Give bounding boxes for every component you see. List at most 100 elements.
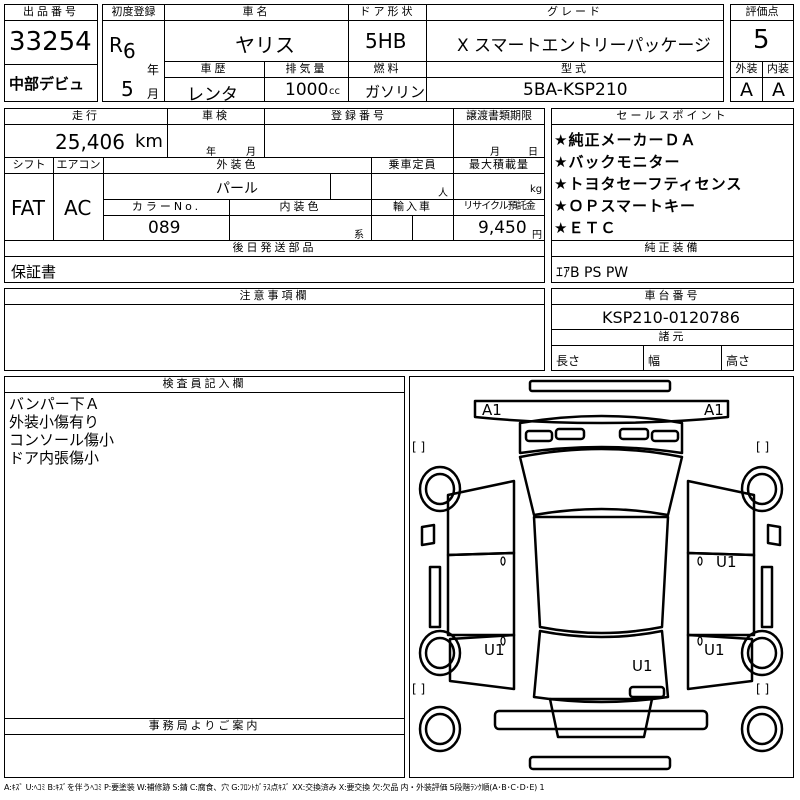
chassis-no-cell: KSP210-0120786 xyxy=(551,304,794,330)
score-cell: 5 xyxy=(730,20,794,62)
dimension-height-label: 高さ xyxy=(726,354,751,368)
grade-name: X スマートエントリーパッケージ xyxy=(457,36,712,56)
dimensions-header: 諸元 xyxy=(551,329,794,346)
fuel-type: ガソリン xyxy=(365,83,426,101)
inspector-note-line: ドア内張傷小 xyxy=(9,449,100,467)
score-header: 評価点 xyxy=(730,4,794,21)
selling-point-item: ★トヨタセーフティセンス xyxy=(554,175,743,193)
displacement-header: 排気量 xyxy=(264,61,349,78)
selling-point-item: ★ＯＰスマートキー xyxy=(554,197,696,215)
inspector-note-line: 外装小傷有り xyxy=(9,413,100,431)
overall-score: 5 xyxy=(753,25,770,55)
damage-mark-right-rear-wheel: U1 xyxy=(704,641,725,659)
color-no-cell: 089 xyxy=(103,215,230,241)
color-no: 089 xyxy=(148,218,181,238)
inspection-cell: 年 月 xyxy=(167,124,265,158)
aircon-value: AC xyxy=(64,196,92,220)
recycle-fee: 9,450 xyxy=(478,218,527,238)
model-code-cell: 5BA-KSP210 xyxy=(426,77,724,102)
shift-header: シフト xyxy=(4,157,54,174)
first-registration-header: 初度登録 xyxy=(102,4,165,21)
office-notice-cell xyxy=(4,734,405,778)
fuel-header: 燃料 xyxy=(348,61,427,78)
registration-month: 5 xyxy=(121,77,134,101)
displacement: 1000 xyxy=(285,80,329,100)
selling-point-item: ★バックモニター xyxy=(554,153,681,171)
inspector-note-line: バンパー下Ａ xyxy=(9,395,100,413)
month-unit: 月 xyxy=(147,87,160,101)
damage-mark-right-rear-door: U1 xyxy=(716,553,737,571)
history-header: 車歴 xyxy=(164,61,265,78)
shift-cell: FAT xyxy=(4,173,54,241)
recycle-header: リサイクル預託金 xyxy=(453,199,545,216)
genuine-equipment: ｴｱB PS PW xyxy=(556,265,629,281)
inspector-notes-header: 検査員記入欄 xyxy=(4,376,405,393)
exterior-color-cell: パール xyxy=(103,173,331,200)
interior-grade-header: 内装 xyxy=(762,61,794,78)
interior-grade: A xyxy=(772,79,785,101)
first-registration-cell: R 6 年 5 月 xyxy=(102,20,165,102)
bracket-mark: [ ] xyxy=(756,440,769,454)
capacity-unit: 人 xyxy=(438,188,448,199)
lot-number-header: 出品番号 xyxy=(4,4,98,21)
bracket-mark: [ ] xyxy=(756,682,769,696)
selling-points-header: セールスポイント xyxy=(551,108,794,125)
max-load-unit: kg xyxy=(530,184,543,195)
recycle-unit: 円 xyxy=(532,230,542,241)
registration-year: 6 xyxy=(123,39,136,63)
registration-no-cell xyxy=(264,124,454,158)
car-damage-diagram: [ ] [ ] [ ] [ ] A1 A1 U1 U1 U1 U1 xyxy=(412,379,784,771)
import-extra-cell xyxy=(412,215,454,241)
transfer-day-unit: 日 xyxy=(528,147,538,158)
selling-point-item: ★ＥＴＣ xyxy=(554,219,617,237)
capacity-cell: 人 xyxy=(371,173,454,200)
exterior-grade-cell: A xyxy=(730,77,763,102)
fuel-cell: ガソリン xyxy=(348,77,427,102)
cautions-header: 注意事項欄 xyxy=(4,288,545,305)
max-load-cell: kg xyxy=(453,173,545,200)
year-unit: 年 xyxy=(147,63,160,77)
dimension-height-cell: 高さ xyxy=(721,345,794,371)
capacity-header: 乗車定員 xyxy=(371,157,454,174)
inspection-year-unit: 年 xyxy=(206,147,216,158)
dimension-length-cell: 長さ xyxy=(551,345,644,371)
selling-points-cell: ★純正メーカーＤＡ ★バックモニター ★トヨタセーフティセンス ★ＯＰスマートキ… xyxy=(551,124,794,241)
model-name-header: 車名 xyxy=(164,4,349,21)
vehicle-history: レンタ xyxy=(187,85,238,102)
lot-number: 33254 xyxy=(9,27,92,57)
inspection-month-unit: 月 xyxy=(246,147,256,158)
import-header: 輸入車 xyxy=(371,199,454,216)
damage-mark-front-left: A1 xyxy=(482,401,502,419)
genuine-equipment-cell: ｴｱB PS PW xyxy=(551,256,794,283)
damage-mark-roof-rear: U1 xyxy=(632,657,653,675)
model-code: 5BA-KSP210 xyxy=(523,80,628,100)
later-parts: 保証書 xyxy=(11,263,57,281)
cautions-cell xyxy=(4,304,545,371)
inspection-header: 車検 xyxy=(167,108,265,125)
inspector-note-line: コンソール傷小 xyxy=(9,431,115,449)
interior-color-cell: 系 xyxy=(229,215,372,241)
dimension-length-label: 長さ xyxy=(556,354,581,368)
interior-color-unit: 系 xyxy=(354,230,364,241)
later-parts-header: 後日発送部品 xyxy=(4,240,545,257)
chassis-no-header: 車台番号 xyxy=(551,288,794,305)
exterior-color-extra-cell xyxy=(330,173,372,200)
interior-color-header: 内装色 xyxy=(229,199,372,216)
car-diagram-panel: [ ] [ ] [ ] [ ] A1 A1 U1 U1 U1 U1 xyxy=(409,376,794,778)
chassis-number: KSP210-0120786 xyxy=(602,308,740,327)
grade-header: グレード xyxy=(426,4,724,21)
dimension-width-label: 幅 xyxy=(648,354,661,368)
recycle-cell: 9,450 円 xyxy=(453,215,545,241)
selling-point-item: ★純正メーカーＤＡ xyxy=(554,131,697,149)
transfer-month-unit: 月 xyxy=(490,147,500,158)
aircon-cell: AC xyxy=(53,173,104,241)
exterior-color: パール xyxy=(216,181,258,197)
genuine-equipment-header: 純正装備 xyxy=(551,240,794,257)
mileage-cell: 25,406 km xyxy=(4,124,168,158)
grade-cell: X スマートエントリーパッケージ xyxy=(426,20,724,62)
legend-text: A:ｷｽﾞ U:ﾍｺﾐ B:ｷｽﾞを伴うﾍｺﾐ P:要塗装 W:補修跡 S:錆 … xyxy=(4,783,545,792)
displacement-cell: 1000 cc xyxy=(264,77,349,102)
shift-value: FAT xyxy=(11,196,46,220)
history-cell: レンタ xyxy=(164,77,265,102)
bracket-mark: [ ] xyxy=(412,682,425,696)
